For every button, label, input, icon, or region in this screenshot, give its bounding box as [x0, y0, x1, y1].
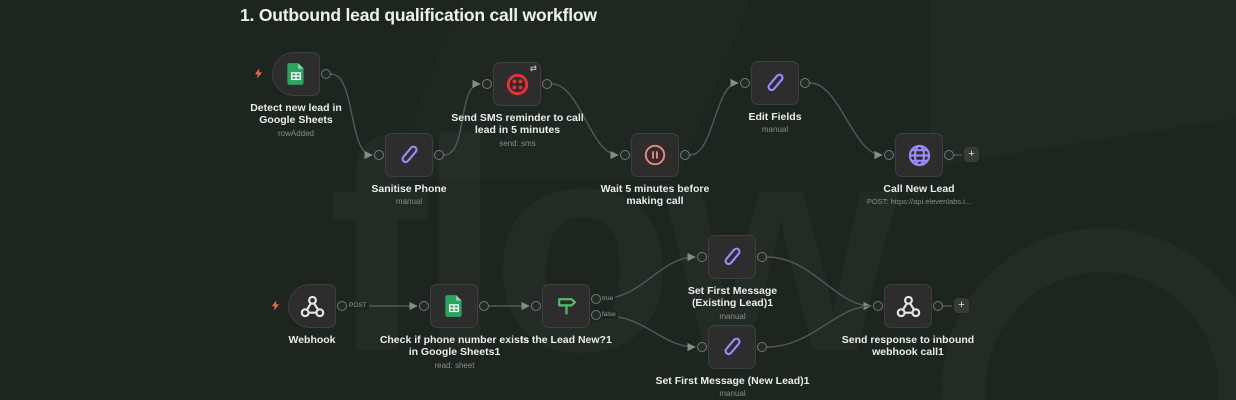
node-label: Sanitise Phone: [371, 183, 447, 195]
webhook-icon: [300, 295, 324, 317]
node-webhook[interactable]: [288, 284, 347, 328]
node-send-response-to-inbound-webhook[interactable]: [873, 284, 943, 328]
twilio-icon: [506, 73, 528, 95]
output-port[interactable]: [542, 79, 552, 89]
input-port[interactable]: [620, 150, 630, 160]
output-port[interactable]: [933, 301, 943, 311]
signpost-icon: [557, 297, 576, 314]
input-port[interactable]: [697, 252, 707, 262]
globe-icon: [908, 144, 930, 166]
output-port[interactable]: [337, 301, 347, 311]
node-send-sms-reminder[interactable]: ⇄: [482, 62, 552, 106]
add-node-button[interactable]: +: [964, 147, 979, 162]
node-subtitle: read: sheet: [434, 360, 475, 370]
node-label: Check if phone number exists in Google S…: [379, 334, 530, 359]
pencil-icon: [724, 337, 741, 356]
node-call-new-lead[interactable]: [884, 133, 954, 177]
node-label: Send response to inbound webhook call1: [841, 334, 975, 359]
input-port[interactable]: [482, 79, 492, 89]
node-label: Set First Message (Existing Lead)1: [687, 285, 778, 310]
node-subtitle: manual: [719, 311, 746, 321]
input-port[interactable]: [740, 78, 750, 88]
node-sanitise-phone[interactable]: [374, 133, 444, 177]
google-sheets-icon: [445, 295, 462, 317]
workflow-title: 1. Outbound lead qualification call work…: [240, 5, 597, 25]
webhook-icon: [896, 295, 920, 317]
input-port[interactable]: [531, 301, 541, 311]
node-label: Wait 5 minutes before making call: [600, 183, 710, 208]
pause-icon: [644, 144, 666, 166]
pencil-icon: [401, 145, 418, 164]
node-label: Set First Message (New Lead)1: [655, 375, 810, 387]
output-port[interactable]: [434, 150, 444, 160]
node-subtitle: manual: [761, 125, 789, 135]
input-port[interactable]: [884, 150, 894, 160]
node-label: Webhook: [288, 334, 336, 346]
node-subtitle: manual: [395, 197, 423, 207]
output-port[interactable]: [680, 150, 690, 160]
pencil-icon: [724, 247, 741, 266]
node-edit-fields[interactable]: [740, 61, 810, 105]
wire-label-false: false: [600, 311, 618, 319]
input-port[interactable]: [374, 150, 384, 160]
node-label: Edit Fields: [748, 111, 802, 123]
output-port[interactable]: [757, 342, 767, 352]
node-label: Is the Lead New?1: [520, 334, 612, 346]
output-port[interactable]: [757, 252, 767, 262]
output-port[interactable]: [479, 301, 489, 311]
node-set-first-message-existing-lead[interactable]: [697, 235, 767, 279]
input-port[interactable]: [419, 301, 429, 311]
add-node-button[interactable]: +: [954, 298, 969, 313]
node-wait-5-minutes[interactable]: [620, 133, 690, 177]
wire-label-post: POST: [347, 302, 369, 310]
node-subtitle: rowAdded: [277, 128, 315, 138]
node-is-the-lead-new[interactable]: [531, 284, 601, 328]
pencil-icon: [767, 73, 784, 92]
node-subtitle: manual: [719, 389, 746, 399]
input-port[interactable]: [873, 301, 883, 311]
wire-label-true: true: [600, 295, 616, 303]
node-check-phone-number-exists[interactable]: [419, 284, 489, 328]
node-label: Send SMS reminder to call lead in 5 minu…: [451, 112, 584, 137]
node-detect-new-lead-in-google-sheets[interactable]: [272, 52, 331, 96]
node-subtitle: POST: https://api.elevenlabs.i...: [866, 197, 972, 207]
output-port[interactable]: [800, 78, 810, 88]
retry-badge-icon: ⇄: [529, 63, 537, 73]
node-label: Detect new lead in Google Sheets: [250, 102, 342, 127]
output-port[interactable]: [944, 150, 954, 160]
node-label: Call New Lead: [883, 183, 955, 195]
output-port-false[interactable]: [591, 310, 601, 320]
input-port[interactable]: [697, 342, 707, 352]
node-set-first-message-new-lead[interactable]: [697, 325, 767, 369]
node-subtitle: send: sms: [499, 138, 536, 148]
trigger-bolt-icon: [254, 68, 263, 79]
output-port[interactable]: [321, 69, 331, 79]
google-sheets-icon: [287, 63, 304, 85]
output-port-true[interactable]: [591, 294, 601, 304]
trigger-bolt-icon: [271, 300, 280, 311]
